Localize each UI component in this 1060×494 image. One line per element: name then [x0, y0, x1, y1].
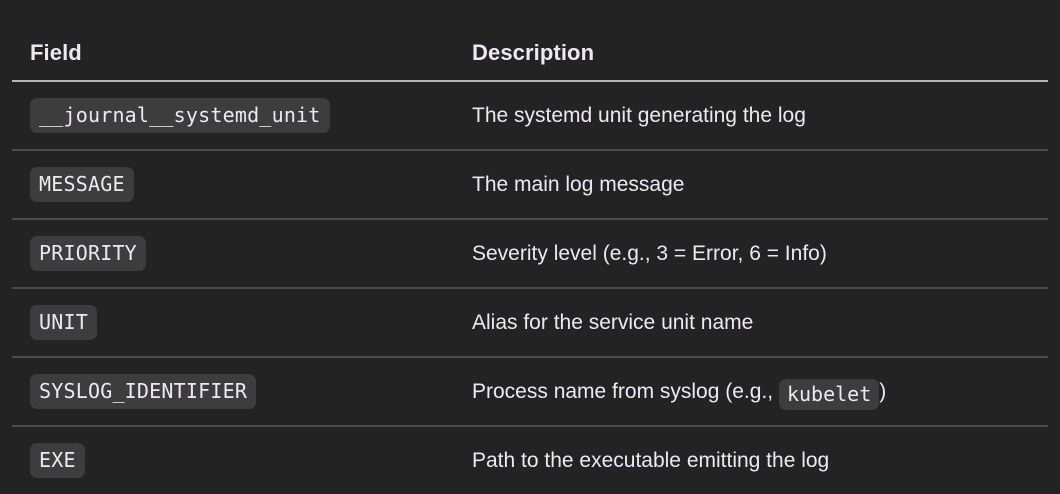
- description-text: Alias for the service unit name: [472, 310, 754, 334]
- table-row: SYSLOG_IDENTIFIER Process name from sysl…: [12, 357, 1048, 427]
- table-row: __journal__systemd_unit The systemd unit…: [12, 81, 1048, 151]
- field-cell: PRIORITY: [12, 219, 466, 289]
- description-cell: The systemd unit generating the log: [466, 81, 1048, 151]
- field-cell: __journal__systemd_unit: [12, 81, 466, 151]
- field-code-badge: SYSLOG_IDENTIFIER: [30, 374, 257, 409]
- field-cell: MESSAGE: [12, 150, 466, 220]
- inline-code-badge: kubelet: [778, 379, 880, 410]
- table-row: MESSAGE The main log message: [12, 150, 1048, 220]
- table-row: UNIT Alias for the service unit name: [12, 288, 1048, 358]
- description-cell: Path to the executable emitting the log: [466, 426, 1048, 494]
- description-text: Severity level (e.g., 3 = Error, 6 = Inf…: [472, 241, 827, 265]
- description-cell: Severity level (e.g., 3 = Error, 6 = Inf…: [466, 219, 1048, 289]
- journal-fields-table: Field Description __journal__systemd_uni…: [12, 0, 1048, 494]
- column-header-field: Field: [12, 0, 466, 82]
- field-cell: EXE: [12, 426, 466, 494]
- field-code-badge: UNIT: [30, 305, 97, 340]
- description-text: The main log message: [472, 172, 685, 196]
- description-text: The systemd unit generating the log: [472, 103, 806, 127]
- description-text: Path to the executable emitting the log: [472, 448, 830, 472]
- table-body: __journal__systemd_unit The systemd unit…: [12, 81, 1048, 494]
- field-code-badge: __journal__systemd_unit: [30, 98, 330, 133]
- field-code-badge: PRIORITY: [30, 236, 146, 271]
- description-cell: Alias for the service unit name: [466, 288, 1048, 358]
- table-row: EXE Path to the executable emitting the …: [12, 426, 1048, 494]
- column-header-description: Description: [466, 0, 1048, 82]
- header-row: Field Description: [12, 0, 1048, 82]
- field-cell: UNIT: [12, 288, 466, 358]
- table-header: Field Description: [12, 0, 1048, 82]
- field-cell: SYSLOG_IDENTIFIER: [12, 357, 466, 427]
- field-code-badge: EXE: [30, 443, 85, 478]
- field-code-badge: MESSAGE: [30, 167, 134, 202]
- description-text: Process name from syslog (e.g.,: [472, 380, 779, 403]
- table-row: PRIORITY Severity level (e.g., 3 = Error…: [12, 219, 1048, 289]
- description-cell: Process name from syslog (e.g., kubelet): [466, 357, 1048, 427]
- description-cell: The main log message: [466, 150, 1048, 220]
- description-text-suffix: ): [879, 380, 887, 403]
